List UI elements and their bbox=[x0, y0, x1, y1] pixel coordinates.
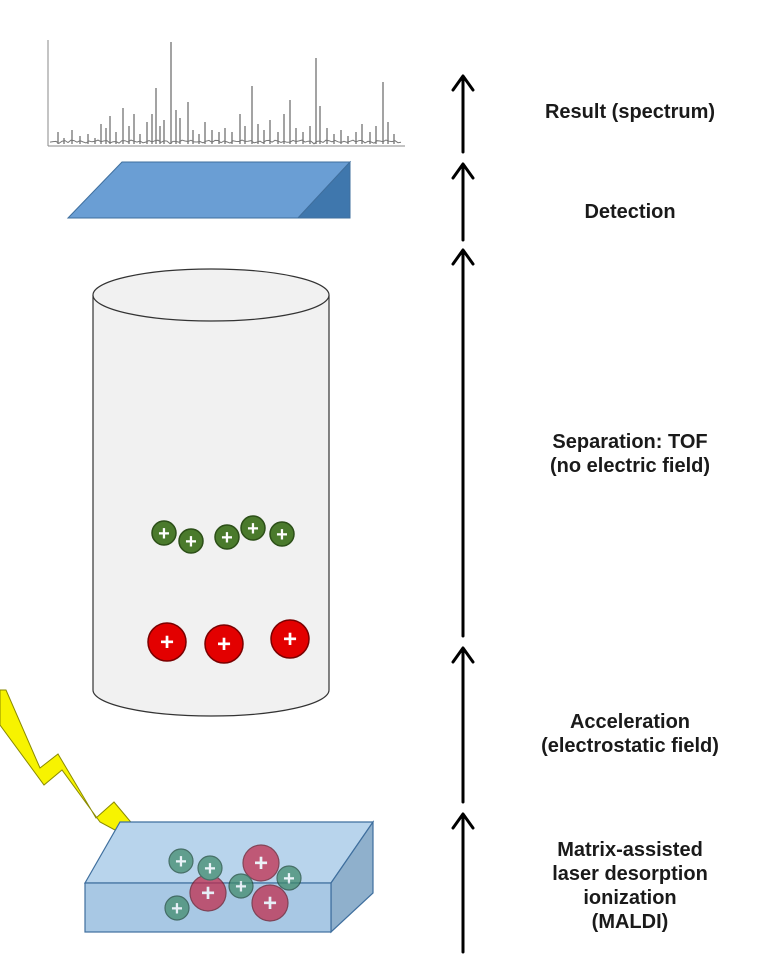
light-ion: + bbox=[214, 524, 240, 550]
label-detection: Detection bbox=[584, 201, 676, 223]
ion-charge-symbol: + bbox=[158, 523, 170, 545]
ion-charge-symbol: + bbox=[283, 626, 297, 653]
ion-charge-symbol: + bbox=[254, 850, 268, 877]
arrow-up-icon bbox=[451, 248, 475, 638]
light-ion: + bbox=[178, 528, 204, 554]
spectrum-peaks bbox=[57, 42, 395, 144]
ion-charge-symbol: + bbox=[175, 851, 187, 873]
ion-charge-symbol: + bbox=[235, 876, 247, 898]
matrix-light-ion: + bbox=[164, 895, 190, 921]
matrix-light-ion: + bbox=[276, 865, 302, 891]
label-separation: Separation: TOF (no electric field) bbox=[549, 431, 711, 477]
matrix-ion-cluster: + + + + + + + + bbox=[164, 844, 302, 922]
ion-charge-symbol: + bbox=[247, 518, 259, 540]
arrow-up-icon bbox=[451, 74, 475, 154]
sample-plate-top bbox=[83, 821, 375, 884]
matrix-heavy-ion: + bbox=[251, 884, 289, 922]
heavy-ion: + bbox=[270, 619, 310, 659]
arrow-up-icon bbox=[451, 162, 475, 242]
flight-tube-top bbox=[92, 268, 330, 322]
heavy-ion-group: + + + bbox=[147, 619, 310, 664]
label-result-spectrum: Result (spectrum) bbox=[544, 101, 716, 123]
label-acceleration: Acceleration (electrostatic field) bbox=[541, 711, 719, 757]
process-arrows bbox=[451, 74, 475, 954]
flight-tube-body bbox=[92, 295, 330, 717]
ion-charge-symbol: + bbox=[160, 629, 174, 656]
ion-charge-symbol: + bbox=[263, 890, 277, 917]
ion-charge-symbol: + bbox=[201, 880, 215, 907]
detector-side-face bbox=[296, 160, 351, 219]
mass-spectrum-plot bbox=[47, 40, 405, 147]
light-ion-group: + + + + + bbox=[151, 515, 295, 554]
light-ion: + bbox=[151, 520, 177, 546]
matrix-light-ion: + bbox=[197, 855, 223, 881]
ion-charge-symbol: + bbox=[185, 531, 197, 553]
ion-charge-symbol: + bbox=[204, 858, 216, 880]
sample-plate bbox=[83, 820, 375, 934]
light-ion: + bbox=[240, 515, 266, 541]
detector-plate bbox=[66, 160, 352, 219]
heavy-ion: + bbox=[204, 624, 244, 664]
ion-charge-symbol: + bbox=[221, 527, 233, 549]
ion-charge-symbol: + bbox=[171, 898, 183, 920]
matrix-heavy-ion: + bbox=[189, 874, 227, 912]
matrix-heavy-ion: + bbox=[242, 844, 280, 882]
ion-charge-symbol: + bbox=[276, 524, 288, 546]
heavy-ion: + bbox=[147, 622, 187, 662]
ion-charge-symbol: + bbox=[217, 631, 231, 658]
label-maldi: Matrix-assisted laser desorption ionizat… bbox=[552, 839, 708, 933]
light-ion: + bbox=[269, 521, 295, 547]
flight-tube bbox=[92, 268, 330, 717]
ion-charge-symbol: + bbox=[283, 868, 295, 890]
matrix-light-ion: + bbox=[228, 873, 254, 899]
spectrum-baseline bbox=[49, 139, 402, 145]
arrow-up-icon bbox=[451, 812, 475, 954]
matrix-light-ion: + bbox=[168, 848, 194, 874]
arrow-up-icon bbox=[451, 646, 475, 804]
